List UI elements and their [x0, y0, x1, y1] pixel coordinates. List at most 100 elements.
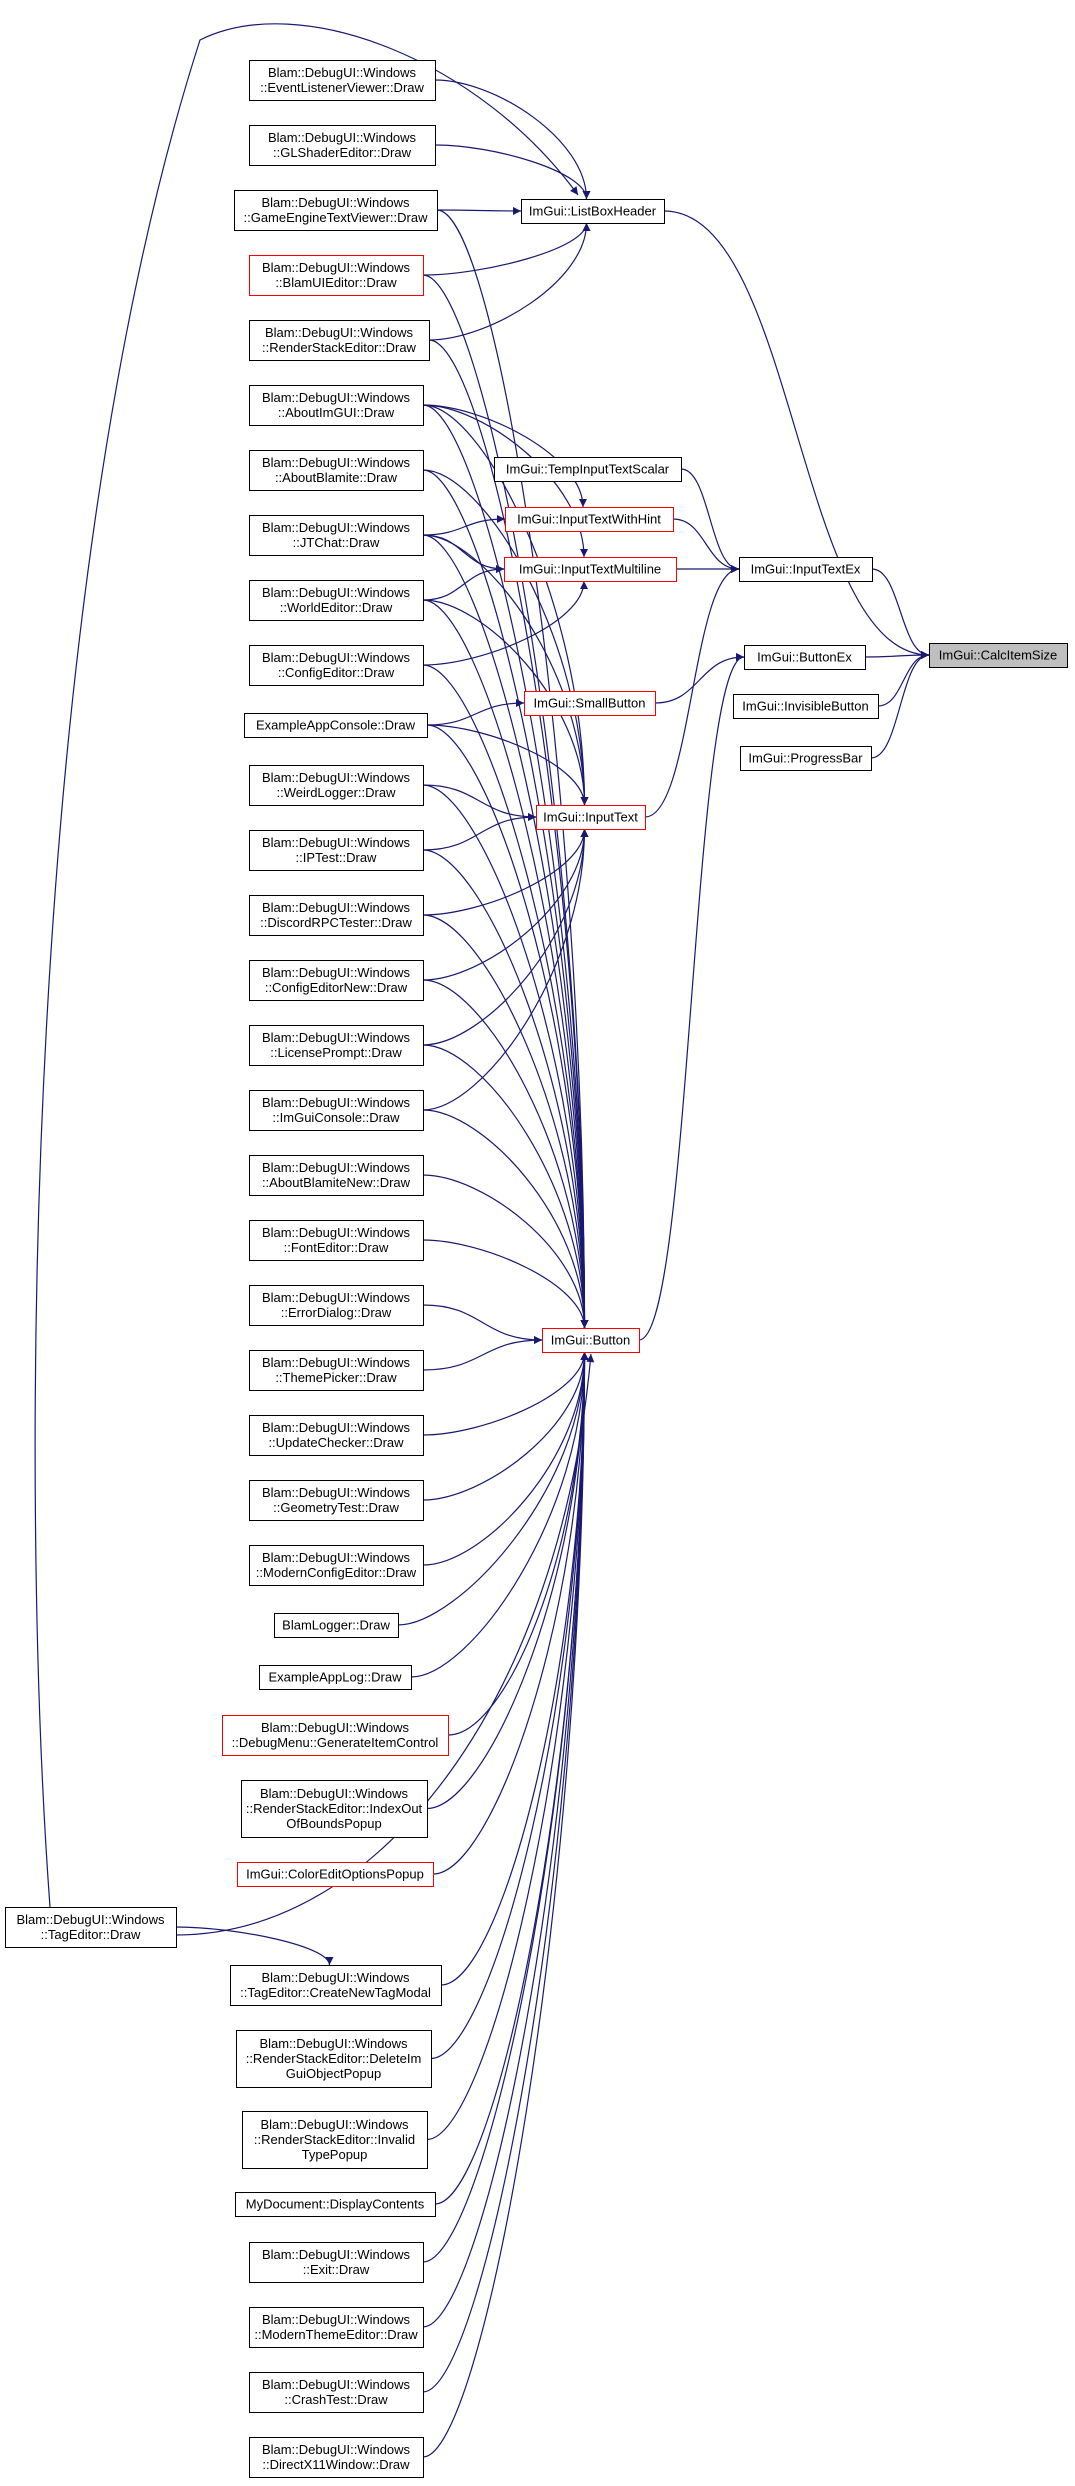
node-discord[interactable]: Blam::DebugUI::Windows::DiscordRPCTester…	[249, 895, 424, 936]
node-box-inputtext[interactable]	[536, 805, 646, 830]
node-crashtest[interactable]: Blam::DebugUI::Windows::CrashTest::Draw	[249, 2372, 424, 2413]
node-worldeditor[interactable]: Blam::DebugUI::Windows::WorldEditor::Dra…	[249, 580, 424, 621]
node-box-mydoc[interactable]	[235, 2192, 436, 2217]
node-box-invisible[interactable]	[733, 694, 879, 719]
node-dx11[interactable]: Blam::DebugUI::Windows::DirectX11Window:…	[249, 2437, 424, 2478]
node-smallbtn[interactable]: ImGui::SmallButton	[524, 691, 656, 716]
node-box-hint[interactable]	[505, 507, 674, 532]
node-box-aboutblamite[interactable]	[249, 450, 424, 491]
node-aboutblamitenew[interactable]: Blam::DebugUI::Windows::AboutBlamiteNew:…	[249, 1155, 424, 1196]
node-exit[interactable]: Blam::DebugUI::Windows::Exit::Draw	[249, 2242, 424, 2283]
node-box-glshader[interactable]	[249, 125, 436, 166]
node-box-rsdelete[interactable]	[236, 2030, 432, 2088]
node-invisible[interactable]: ImGui::InvisibleButton	[733, 694, 879, 719]
node-calc[interactable]: ImGui::CalcItemSize	[929, 643, 1068, 668]
node-rsdelete[interactable]: Blam::DebugUI::Windows::RenderStackEdito…	[236, 2030, 432, 2088]
node-imguiconsole[interactable]: Blam::DebugUI::Windows::ImGuiConsole::Dr…	[249, 1090, 424, 1131]
node-listbox[interactable]: ImGui::ListBoxHeader	[521, 199, 665, 224]
node-box-buttonex[interactable]	[744, 645, 866, 670]
node-box-aboutimgui[interactable]	[249, 385, 424, 426]
node-geomtest[interactable]: Blam::DebugUI::Windows::GeometryTest::Dr…	[249, 1480, 424, 1521]
node-weirdlogger[interactable]: Blam::DebugUI::Windows::WeirdLogger::Dra…	[249, 765, 424, 806]
node-box-exconsole[interactable]	[244, 713, 428, 738]
node-box-createtag[interactable]	[230, 1965, 442, 2006]
node-box-getv[interactable]	[234, 190, 438, 231]
node-coloredit[interactable]: ImGui::ColorEditOptionsPopup	[237, 1862, 434, 1887]
node-box-smallbtn[interactable]	[524, 691, 656, 716]
node-box-blamlogger[interactable]	[274, 1613, 399, 1638]
node-box-modernconfig[interactable]	[249, 1545, 424, 1586]
node-fonteditor[interactable]: Blam::DebugUI::Windows::FontEditor::Draw	[249, 1220, 424, 1261]
node-aboutimgui[interactable]: Blam::DebugUI::Windows::AboutImGUI::Draw	[249, 385, 424, 426]
node-box-rsinvalid[interactable]	[242, 2111, 428, 2169]
node-configeditornew[interactable]: Blam::DebugUI::Windows::ConfigEditorNew:…	[249, 960, 424, 1001]
node-box-jtchat[interactable]	[249, 515, 424, 556]
node-box-imguiconsole[interactable]	[249, 1090, 424, 1131]
node-updatechecker[interactable]: Blam::DebugUI::Windows::UpdateChecker::D…	[249, 1415, 424, 1456]
node-box-iptest[interactable]	[249, 830, 424, 871]
node-box-tempinput[interactable]	[494, 457, 682, 482]
node-themepicker[interactable]: Blam::DebugUI::Windows::ThemePicker::Dra…	[249, 1350, 424, 1391]
node-getv[interactable]: Blam::DebugUI::Windows::GameEngineTextVi…	[234, 190, 438, 231]
node-box-aboutblamitenew[interactable]	[249, 1155, 424, 1196]
node-box-updatechecker[interactable]	[249, 1415, 424, 1456]
node-inputtextex[interactable]: ImGui::InputTextEx	[739, 557, 873, 582]
node-box-rstack[interactable]	[249, 320, 430, 361]
node-configeditor[interactable]: Blam::DebugUI::Windows::ConfigEditor::Dr…	[249, 645, 424, 686]
node-box-errordialog[interactable]	[249, 1285, 424, 1326]
node-modernconfig[interactable]: Blam::DebugUI::Windows::ModernConfigEdit…	[249, 1545, 424, 1586]
node-box-listbox[interactable]	[521, 199, 665, 224]
node-multiline[interactable]: ImGui::InputTextMultiline	[504, 557, 677, 582]
node-box-progress[interactable]	[740, 746, 872, 771]
node-box-configeditor[interactable]	[249, 645, 424, 686]
node-box-multiline[interactable]	[504, 557, 677, 582]
node-license[interactable]: Blam::DebugUI::Windows::LicensePrompt::D…	[249, 1025, 424, 1066]
node-buttonex[interactable]: ImGui::ButtonEx	[744, 645, 866, 670]
node-debugmenu[interactable]: Blam::DebugUI::Windows::DebugMenu::Gener…	[222, 1715, 449, 1756]
node-progress[interactable]: ImGui::ProgressBar	[740, 746, 872, 771]
node-hint[interactable]: ImGui::InputTextWithHint	[505, 507, 674, 532]
node-exlog[interactable]: ExampleAppLog::Draw	[259, 1665, 412, 1690]
node-createtag[interactable]: Blam::DebugUI::Windows::TagEditor::Creat…	[230, 1965, 442, 2006]
node-box-button[interactable]	[542, 1328, 640, 1353]
node-box-coloredit[interactable]	[237, 1862, 434, 1887]
node-box-blamui[interactable]	[249, 255, 424, 296]
node-inputtext[interactable]: ImGui::InputText	[536, 805, 646, 830]
node-box-debugmenu[interactable]	[222, 1715, 449, 1756]
node-tempinput[interactable]: ImGui::TempInputTextScalar	[494, 457, 682, 482]
node-box-crashtest[interactable]	[249, 2372, 424, 2413]
node-jtchat[interactable]: Blam::DebugUI::Windows::JTChat::Draw	[249, 515, 424, 556]
node-box-rsindex[interactable]	[241, 1780, 428, 1838]
node-box-inputtextex[interactable]	[739, 557, 873, 582]
node-rsinvalid[interactable]: Blam::DebugUI::Windows::RenderStackEdito…	[242, 2111, 428, 2169]
node-blamlogger[interactable]: BlamLogger::Draw	[274, 1613, 399, 1638]
node-errordialog[interactable]: Blam::DebugUI::Windows::ErrorDialog::Dra…	[249, 1285, 424, 1326]
node-exconsole[interactable]: ExampleAppConsole::Draw	[244, 713, 428, 738]
node-blamui[interactable]: Blam::DebugUI::Windows::BlamUIEditor::Dr…	[249, 255, 424, 296]
node-box-themepicker[interactable]	[249, 1350, 424, 1391]
node-box-weirdlogger[interactable]	[249, 765, 424, 806]
node-evlist[interactable]: Blam::DebugUI::Windows::EventListenerVie…	[249, 60, 436, 101]
node-box-tageditor[interactable]	[5, 1907, 177, 1948]
node-box-moderntheme[interactable]	[249, 2307, 424, 2348]
node-box-license[interactable]	[249, 1025, 424, 1066]
node-box-exlog[interactable]	[259, 1665, 412, 1690]
node-glshader[interactable]: Blam::DebugUI::Windows::GLShaderEditor::…	[249, 125, 436, 166]
node-box-fonteditor[interactable]	[249, 1220, 424, 1261]
node-box-evlist[interactable]	[249, 60, 436, 101]
node-box-dx11[interactable]	[249, 2437, 424, 2478]
node-box-worldeditor[interactable]	[249, 580, 424, 621]
node-iptest[interactable]: Blam::DebugUI::Windows::IPTest::Draw	[249, 830, 424, 871]
node-box-configeditornew[interactable]	[249, 960, 424, 1001]
node-mydoc[interactable]: MyDocument::DisplayContents	[235, 2192, 436, 2217]
node-box-exit[interactable]	[249, 2242, 424, 2283]
node-tageditor[interactable]: Blam::DebugUI::Windows::TagEditor::Draw	[5, 1907, 177, 1948]
node-rstack[interactable]: Blam::DebugUI::Windows::RenderStackEdito…	[249, 320, 430, 361]
node-rsindex[interactable]: Blam::DebugUI::Windows::RenderStackEdito…	[241, 1780, 428, 1838]
node-box-geomtest[interactable]	[249, 1480, 424, 1521]
node-aboutblamite[interactable]: Blam::DebugUI::Windows::AboutBlamite::Dr…	[249, 450, 424, 491]
node-button[interactable]: ImGui::Button	[542, 1328, 640, 1353]
node-box-calc[interactable]	[929, 643, 1068, 668]
node-moderntheme[interactable]: Blam::DebugUI::Windows::ModernThemeEdito…	[249, 2307, 424, 2348]
node-box-discord[interactable]	[249, 895, 424, 936]
